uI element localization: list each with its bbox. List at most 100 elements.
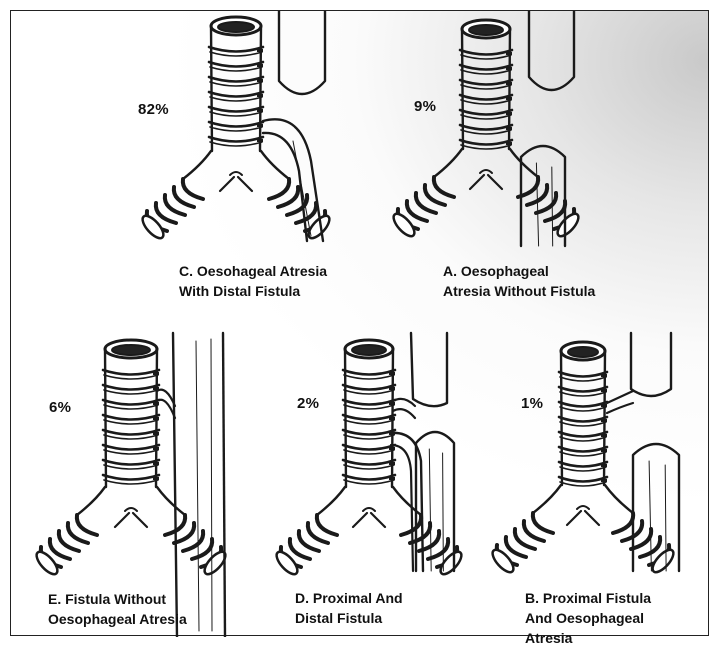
trachea-lumen: [469, 25, 503, 35]
ring-notch: [257, 109, 263, 112]
oesophagus-fibre: [429, 449, 431, 571]
ring-notch: [389, 462, 395, 465]
ring-notch: [389, 477, 395, 480]
ring-notch: [506, 142, 512, 145]
ring-notch: [257, 139, 263, 142]
cartilage-ring: [559, 447, 607, 452]
ring-notch: [389, 402, 395, 405]
bronchus-ring: [533, 513, 553, 533]
oesophagus-fibre: [552, 167, 553, 246]
ring-notch: [389, 447, 395, 450]
cartilage-ring: [559, 432, 607, 437]
caption-e-line-1: E. Fistula Without: [48, 589, 187, 609]
diagram-panel-a: [390, 11, 582, 246]
cartilage-ring: [343, 475, 395, 480]
bronchus-wall-right-outer: [157, 487, 185, 515]
carina-apex: [480, 170, 492, 173]
ring-notch: [389, 387, 395, 390]
percent-label-c: 82%: [138, 101, 169, 118]
caption-b-line-3: Atresia: [525, 628, 651, 648]
cartilage-ring: [103, 460, 159, 465]
cartilage-ring: [559, 387, 607, 392]
cartilage-ring: [559, 462, 607, 467]
ring-notch: [601, 419, 607, 422]
ring-notch: [601, 404, 607, 407]
bronchus-wall-left-outer: [317, 487, 345, 515]
cartilage-ring: [559, 477, 607, 482]
caption-c-line-1: C. Oesohageal Atresia: [179, 261, 327, 281]
ring-notch: [601, 449, 607, 452]
cartilage-ring: [343, 385, 395, 390]
ring-notch: [153, 432, 159, 435]
cartilage-ring: [559, 402, 607, 407]
carina-left: [567, 511, 581, 525]
carina-right: [585, 511, 599, 525]
ring-notch: [601, 374, 607, 377]
cartilage-ring: [343, 430, 395, 435]
cartilage-ring: [209, 122, 263, 127]
caption-e: E. Fistula Without Oesophageal Atresia: [48, 589, 187, 629]
oesophagus-upper-pouch: [631, 333, 671, 396]
ring-notch: [506, 52, 512, 55]
cartilage-ring: [343, 400, 395, 405]
cartilage-ring: [103, 475, 159, 480]
ring-notch: [601, 479, 607, 482]
bronchus-wall-left-outer: [434, 149, 462, 177]
ring-notch: [389, 417, 395, 420]
fistula-tract: [393, 409, 415, 418]
cartilage-ring: [209, 92, 263, 97]
cartilage-ring: [103, 385, 159, 390]
caption-d: D. Proximal And Distal Fistula: [295, 588, 403, 628]
trachea-wall-right: [260, 26, 261, 151]
carina-apex: [577, 506, 589, 509]
ring-notch: [506, 97, 512, 100]
trachea-lumen: [112, 345, 150, 355]
bronchus-ring: [317, 515, 337, 535]
percent-label-a: 9%: [414, 98, 436, 115]
oesophagus-fibre: [196, 341, 199, 631]
ring-notch: [257, 49, 263, 52]
caption-b-line-1: B. Proximal Fistula: [525, 588, 651, 608]
cartilage-ring: [460, 65, 512, 70]
ring-notch: [389, 372, 395, 375]
carina-right: [371, 513, 385, 527]
cartilage-ring: [103, 400, 159, 405]
figure-frame: 82% 9% 6% 2% 1% C. Oesohageal Atresia Wi…: [10, 10, 709, 636]
cartilage-ring: [343, 445, 395, 450]
oesophagus-fibre: [211, 339, 212, 631]
ring-notch: [257, 94, 263, 97]
cartilage-ring: [343, 415, 395, 420]
bronchus-wall-right-outer: [605, 485, 633, 513]
caption-c: C. Oesohageal Atresia With Distal Fistul…: [179, 261, 327, 301]
ring-notch: [153, 477, 159, 480]
trachea-lumen: [352, 345, 386, 355]
cartilage-ring: [103, 415, 159, 420]
trachea-lumen: [218, 22, 254, 32]
cartilage-ring: [460, 95, 512, 100]
cartilage-ring: [559, 372, 607, 377]
caption-d-line-1: D. Proximal And: [295, 588, 403, 608]
caption-a: A. Oesophageal Atresia Without Fistula: [443, 261, 595, 301]
oesophagus-upper-pouch: [529, 11, 574, 90]
cartilage-ring: [460, 140, 512, 145]
ring-notch: [257, 79, 263, 82]
caption-a-line-2: Atresia Without Fistula: [443, 281, 595, 301]
fistula-tract: [607, 391, 633, 403]
cartilage-ring: [343, 370, 395, 375]
bronchus-ring: [77, 515, 97, 535]
cartilage-ring: [559, 417, 607, 422]
ring-notch: [506, 67, 512, 70]
ring-notch: [257, 64, 263, 67]
oesophagus-upper-pouch: [279, 11, 325, 94]
caption-c-line-2: With Distal Fistula: [179, 281, 327, 301]
bronchus-ring: [183, 179, 203, 199]
trachea-wall-left: [211, 26, 212, 151]
ring-notch: [153, 372, 159, 375]
carina-left: [353, 513, 367, 527]
cartilage-ring: [209, 47, 263, 52]
caption-e-line-2: Oesophageal Atresia: [48, 609, 187, 629]
bronchus-wall-left-outer: [183, 151, 211, 179]
bronchus-ring: [434, 177, 454, 197]
bronchus-wall-left-outer: [77, 487, 105, 515]
bronchus-ring: [613, 513, 633, 533]
